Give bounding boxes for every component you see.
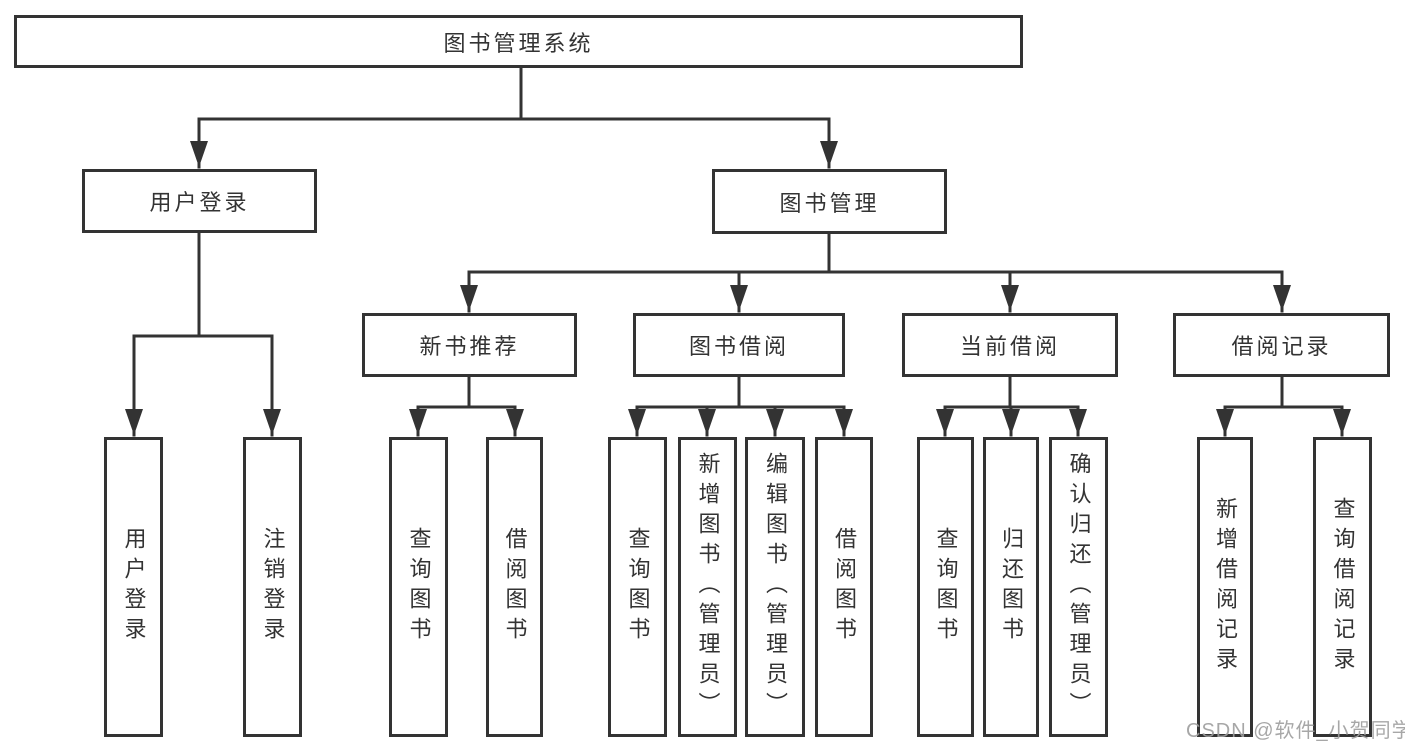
node-book-management-branch: 图书管理	[712, 169, 947, 234]
leaf-query-books-3: 查询图书	[917, 437, 974, 737]
leaf-label: 查询图书	[933, 527, 959, 647]
node-root: 图书管理系统	[14, 15, 1023, 68]
leaf-label: 注销登录	[260, 527, 286, 647]
leaf-logout: 注销登录	[243, 437, 302, 737]
leaf-return-book: 归还图书	[983, 437, 1039, 737]
node-user-login-branch: 用户登录	[82, 169, 317, 233]
leaf-label: 借阅图书	[832, 527, 857, 647]
leaf-add-book-admin: 新增图书（管理员）	[678, 437, 737, 737]
csdn-watermark: CSDN @软件_小贺同学	[1186, 720, 1405, 742]
leaf-label: 新增借阅记录	[1213, 497, 1238, 677]
node-borrow-records: 借阅记录	[1173, 313, 1390, 377]
leaf-label: 用户登录	[121, 527, 147, 647]
leaf-label: 编辑图书（管理员）	[763, 452, 788, 722]
leaf-confirm-return-admin: 确认归还（管理员）	[1049, 437, 1108, 737]
leaf-label: 归还图书	[999, 527, 1024, 647]
leaf-label: 查询图书	[625, 527, 651, 647]
leaf-query-books-2: 查询图书	[608, 437, 667, 737]
leaf-label: 新增图书（管理员）	[695, 452, 721, 722]
leaf-borrow-books-2: 借阅图书	[815, 437, 873, 737]
leaf-edit-book-admin: 编辑图书（管理员）	[745, 437, 805, 737]
leaf-user-login: 用户登录	[104, 437, 163, 737]
node-book-borrow: 图书借阅	[633, 313, 845, 377]
leaf-query-borrow-record: 查询借阅记录	[1313, 437, 1372, 737]
leaf-label: 查询图书	[406, 527, 432, 647]
leaf-borrow-books-1: 借阅图书	[486, 437, 543, 737]
leaf-query-books-1: 查询图书	[389, 437, 448, 737]
node-new-book-recommend: 新书推荐	[362, 313, 577, 377]
node-current-borrow: 当前借阅	[902, 313, 1118, 377]
leaf-label: 确认归还（管理员）	[1066, 452, 1092, 722]
leaf-label: 借阅图书	[502, 527, 528, 647]
leaf-add-borrow-record: 新增借阅记录	[1197, 437, 1253, 737]
leaf-label: 查询借阅记录	[1330, 497, 1356, 677]
